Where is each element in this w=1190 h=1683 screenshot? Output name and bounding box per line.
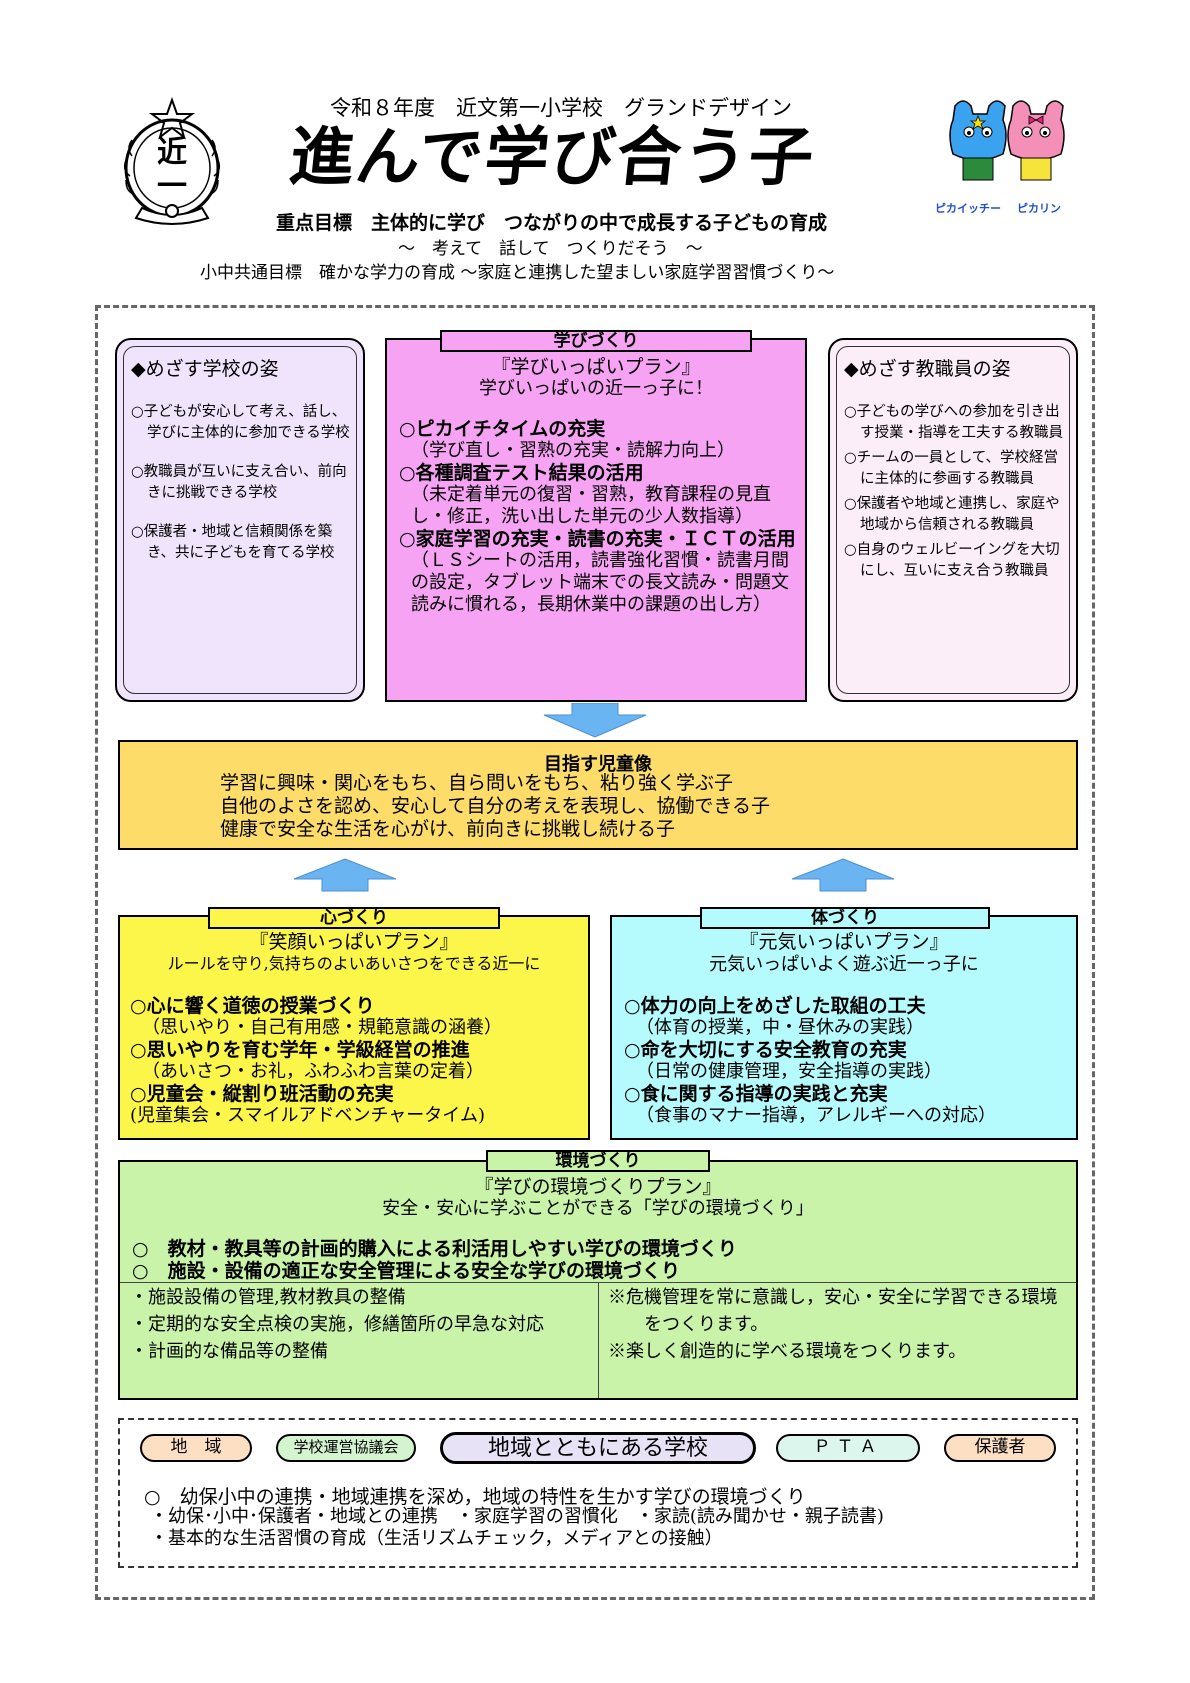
karada-item-head: ○体力の向上をめざした取組の工夫 <box>624 995 926 1017</box>
karada-item-head: ○命を大切にする安全教育の充実 <box>624 1039 907 1061</box>
mascot-icon <box>949 100 1065 181</box>
karada-subtitle: 元気いっぱいよく遊ぶ近一っ子に <box>709 954 979 975</box>
manabi-panel: 『学びいっぱいプラン』 学びいっぱいの近一っ子に！ ○ピカイチタイムの充実 （学… <box>385 338 807 702</box>
kokoro-panel: 『笑顔いっぱいプラン』 ルールを守り,気持ちのよいあいさつをできる近一に ○心に… <box>118 915 590 1140</box>
karada-tab: 体づくり <box>700 907 990 929</box>
up-arrow-icon <box>293 858 397 892</box>
karada-item-sub: （食事のマナー指導，アレルギーへの対応） <box>636 1105 996 1126</box>
karada-plan: 『元気いっぱいプラン』 <box>739 931 949 953</box>
school-emblem: 近一 <box>112 96 232 226</box>
manabi-subtitle: 学びいっぱいの近一っ子に！ <box>479 378 713 399</box>
pill-pta: ＰＴＡ <box>776 1434 920 1462</box>
kankyo-left-line: ・計画的な備品等の整備 <box>130 1341 328 1362</box>
school-vision-panel: ◆めざす学校の姿 ○子どもが安心して考え、話し、学びに主体的に参加できる学校 ○… <box>115 338 365 702</box>
karada-panel: 『元気いっぱいプラン』 元気いっぱいよく遊ぶ近一っ子に ○体力の向上をめざした取… <box>610 915 1078 1140</box>
kokoro-plan: 『笑顔いっぱいプラン』 <box>249 931 459 953</box>
pill-community-school: 地域とともにある学校 <box>440 1432 756 1464</box>
list-item: ○保護者・地域と信頼関係を築き、共に子どもを育てる学校 <box>131 524 335 561</box>
emblem-text: 近一 <box>157 135 187 204</box>
emblem-wreath-icon <box>123 97 221 225</box>
list-item: ○教職員が互いに支え合い、前向きに挑戦できる学校 <box>131 464 347 501</box>
mascot-illustrations: ピカイッチー ピカリン <box>935 96 1075 216</box>
manabi-item-head: ○ピカイチタイムの充実 <box>399 418 606 440</box>
karada-item-sub: （日常の健康管理，安全指導の実践） <box>636 1061 942 1082</box>
manabi-item-sub: （ＬＳシートの活用，読書強化習慣・読書月間の設定，タブレット端末での長文読み・問… <box>411 550 789 615</box>
kokoro-item-head: ○心に響く道徳の授業づくり <box>130 995 375 1017</box>
document-title: 令和８年度 近文第一小学校 グランドデザイン <box>330 96 792 120</box>
manabi-item-head: ○家庭学習の充実・読書の充実・ＩＣＴの活用 <box>399 528 796 550</box>
kankyo-col-divider <box>598 1282 599 1398</box>
karada-item-head: ○食に関する指導の実践と充実 <box>624 1083 888 1105</box>
staff-vision-title: ◆めざす教職員の姿 <box>844 358 1011 380</box>
kankyo-right-line: ※危機管理を常に意識し，安心・安全に学習できる環境をつくります。 <box>608 1287 1058 1335</box>
list-item: ○自身のウェルビーイングを大切にし、互いに支え合う教職員 <box>844 542 1060 579</box>
manabi-plan: 『学びいっぱいプラン』 <box>491 356 701 378</box>
kokoro-item-sub: (児童集会・スマイルアドベンチャータイム) <box>130 1105 485 1126</box>
community-line: ・基本的な生活習慣の育成（生活リズムチェック，メディアとの接触） <box>150 1528 723 1549</box>
kokoro-item-head: ○児童会・縦割り班活動の充実 <box>130 1083 394 1105</box>
down-arrow-icon <box>543 703 647 738</box>
kankyo-item: ○ 施設・設備の適正な安全管理による安全な学びの環境づくり <box>132 1260 681 1282</box>
calligraphy-title: 進んで学び合う子 <box>286 120 819 195</box>
community-main: ○ 幼保小中の連携・地域連携を深め，地域の特性を生かす学びの環境づくり <box>144 1486 806 1508</box>
manabi-item-sub: （学び直し・習熟の充実・読解力向上） <box>411 440 735 461</box>
kokoro-item-sub: （思いやり・自己有用感・規範意識の涵養） <box>142 1017 502 1038</box>
list-item: ○子どもが安心して考え、話し、学びに主体的に参加できる学校 <box>131 404 350 441</box>
list-item: ○保護者や地域と連携し、家庭や地域から信頼される教職員 <box>844 496 1060 533</box>
kankyo-panel: 『学びの環境づくりプラン』 安全・安心に学ぶことができる「学びの環境づくり」 ○… <box>118 1160 1078 1400</box>
pill-council: 学校運営協議会 <box>276 1434 416 1462</box>
up-arrow-icon <box>791 858 895 892</box>
kokoro-subtitle: ルールを守り,気持ちのよいあいさつをできる近一に <box>167 954 541 973</box>
kankyo-left-line: ・施設設備の管理,教材教具の整備 <box>130 1287 406 1308</box>
kankyo-item: ○ 教材・教具等の計画的購入による利活用しやすい学びの環境づくり <box>132 1238 737 1260</box>
manabi-item-sub: （未定着単元の復習・習熟，教育課程の見直し・修正，洗い出した単元の少人数指導） <box>411 484 771 527</box>
pill-chiiki: 地 域 <box>140 1434 252 1462</box>
kokoro-item-sub: （あいさつ・お礼，ふわふわ言葉の定着） <box>142 1061 484 1082</box>
kankyo-tab: 環境づくり <box>486 1150 710 1172</box>
shared-goal: 小中共通目標 確かな学力の育成 ～家庭と連携した望ましい家庭学習習慣づくり～ <box>200 263 835 283</box>
kokoro-item-head: ○思いやりを育む学年・学級経営の推進 <box>130 1039 470 1061</box>
slogan: ～ 考えて 話して つくりだそう ～ <box>398 239 703 259</box>
community-line: ・幼保･小中･保護者・地域との連携 ・家庭学習の習慣化 ・家読(読み聞かせ・親子… <box>150 1506 884 1527</box>
karada-item-sub: （体育の授業，中・昼休みの実践） <box>636 1017 924 1038</box>
pill-guardians: 保護者 <box>944 1434 1056 1462</box>
outer-frame <box>95 305 1095 1600</box>
kankyo-subtitle: 安全・安心に学ぶことができる「学びの環境づくり」 <box>382 1198 814 1219</box>
community-panel <box>118 1418 1078 1568</box>
list-item: ○子どもの学びへの参加を引き出す授業・指導を工夫する教職員 <box>844 404 1063 441</box>
school-vision-title: ◆めざす学校の姿 <box>131 358 279 380</box>
target-child-panel: 目指す児童像 学習に興味・関心をもち、自ら問いをもち、粘り強く学ぶ子 自他のよさ… <box>118 740 1078 850</box>
target-child-line: 健康で安全な生活を心がけ、前向きに挑戦し続ける子 <box>220 818 676 840</box>
target-child-title: 目指す児童像 <box>544 754 652 775</box>
mascot-name-left: ピカイッチー <box>935 202 1001 215</box>
staff-vision-panel: ◆めざす教職員の姿 ○子どもの学びへの参加を引き出す授業・指導を工夫する教職員 … <box>828 338 1078 702</box>
focus-goal: 重点目標 主体的に学び つながりの中で成長する子どもの育成 <box>276 212 828 234</box>
target-child-line: 自他のよさを認め、安心して自分の考えを表現し、協働できる子 <box>220 795 771 817</box>
kokoro-tab: 心づくり <box>208 907 500 929</box>
kankyo-plan: 『学びの環境づくりプラン』 <box>474 1176 722 1198</box>
kankyo-left-line: ・定期的な安全点検の実施，修繕箇所の早急な対応 <box>130 1314 544 1335</box>
kankyo-right-line: ※楽しく創造的に学べる環境をつくります。 <box>608 1341 967 1362</box>
manabi-item-head: ○各種調査テスト結果の活用 <box>399 462 644 484</box>
manabi-tab: 学びづくり <box>440 330 752 352</box>
list-item: ○チームの一員として、学校経営に主体的に参画する教職員 <box>844 450 1059 487</box>
target-child-line: 学習に興味・関心をもち、自ら問いをもち、粘り強く学ぶ子 <box>220 772 734 794</box>
mascot-name-right: ピカリン <box>1017 202 1061 215</box>
